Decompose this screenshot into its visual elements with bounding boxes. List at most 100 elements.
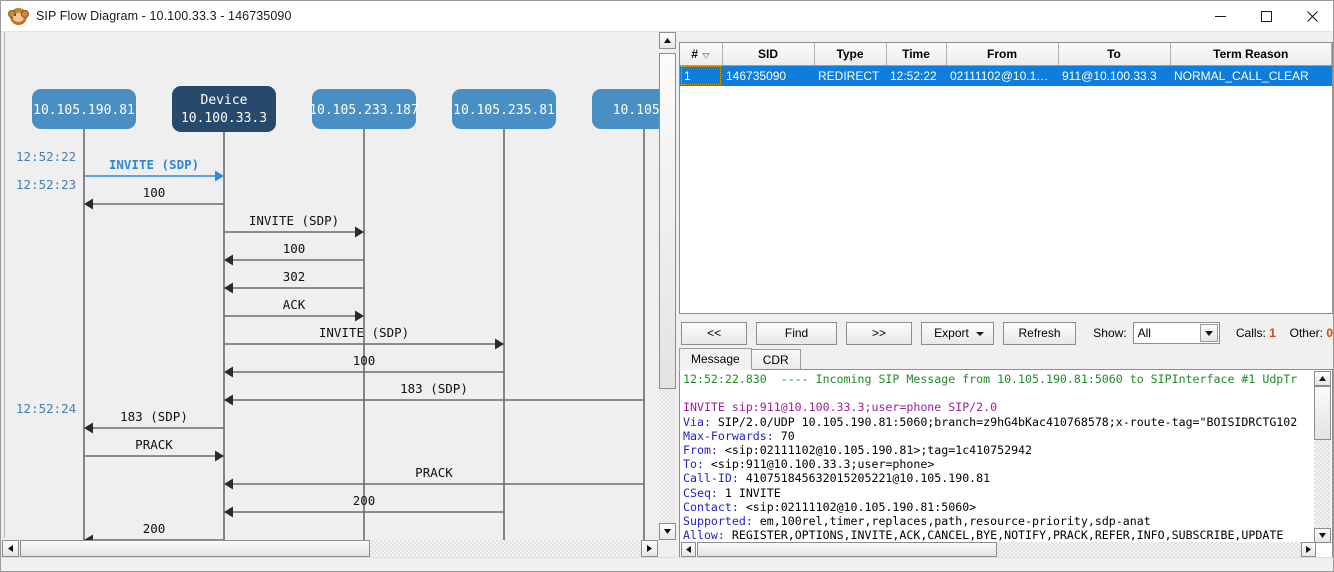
window-footer <box>1 557 1333 571</box>
message-10[interactable]: 183 (SDP) <box>84 409 224 434</box>
message-8[interactable]: 100 <box>224 353 504 378</box>
message-9[interactable]: 183 (SDP) <box>224 381 644 406</box>
message-6[interactable]: ACK <box>224 297 364 322</box>
scroll-thumb[interactable] <box>1314 386 1331 440</box>
node-10.105.190.81[interactable]: 10.105.190.81 <box>32 89 136 129</box>
message-label: ACK <box>283 297 306 312</box>
table-row[interactable]: 1 146735090 REDIRECT 12:52:22 02111102@1… <box>680 65 1332 86</box>
chevron-down-icon[interactable] <box>975 331 984 336</box>
sip-message-segment: From: <box>683 442 718 457</box>
node-sublabel: 10.100.33.3 <box>181 111 267 126</box>
detail-tabs: Message CDR <box>679 348 1333 370</box>
node-box[interactable] <box>592 89 660 129</box>
tab-cdr[interactable]: CDR <box>750 349 801 370</box>
cell-num[interactable]: 1 <box>680 65 722 86</box>
message-3[interactable]: INVITE (SDP) <box>224 213 364 238</box>
timestamp-label: 12:52:23 <box>16 177 76 192</box>
table-body: 1 146735090 REDIRECT 12:52:22 02111102@1… <box>680 65 1332 86</box>
find-button[interactable]: Find <box>756 321 837 345</box>
refresh-button[interactable]: Refresh <box>1002 321 1077 345</box>
node-box[interactable] <box>452 89 556 129</box>
diagram-vertical-scrollbar[interactable] <box>659 32 676 540</box>
maximize-button[interactable] <box>1243 1 1289 32</box>
message-7[interactable]: INVITE (SDP) <box>224 325 504 350</box>
cell-type[interactable]: REDIRECT <box>814 65 886 86</box>
node-10.105.7[interactable]: 10.105.7 <box>592 89 660 129</box>
sip-message-line: Contact: <sip:02111102@10.105.190.81:506… <box>683 500 1303 514</box>
message-14[interactable]: 200 <box>84 521 224 540</box>
message-vertical-scrollbar[interactable] <box>1314 371 1331 543</box>
scroll-down-button[interactable] <box>1314 528 1331 543</box>
scroll-track-lower[interactable] <box>1314 440 1331 528</box>
message-1[interactable]: INVITE (SDP) <box>84 157 224 182</box>
calls-label: Calls: <box>1235 326 1266 340</box>
node-10.105.233.187[interactable]: 10.105.233.187 <box>309 89 419 129</box>
message-5[interactable]: 302 <box>224 269 364 294</box>
column-header-time[interactable]: Time <box>886 43 947 66</box>
node-box[interactable] <box>312 89 416 129</box>
scroll-right-button[interactable] <box>641 540 658 557</box>
scroll-down-button[interactable] <box>659 523 676 540</box>
timestamp-label: 12:52:22 <box>16 149 76 164</box>
scroll-right-button[interactable] <box>1301 542 1316 557</box>
message-horizontal-scrollbar[interactable] <box>681 542 1316 559</box>
sip-message-segment: <sip:02111102@10.105.190.81:5060> <box>738 499 977 514</box>
sip-message-viewer[interactable]: 12:52:22.830 ---- Incoming SIP Message f… <box>679 369 1333 561</box>
message-label: 100 <box>283 241 306 256</box>
sip-message-line: Supported: em,100rel,timer,replaces,path… <box>683 514 1303 528</box>
column-header-term-reason[interactable]: Term Reason <box>1170 43 1332 66</box>
scroll-left-button[interactable] <box>681 542 696 557</box>
column-header-sid[interactable]: SID <box>722 43 815 66</box>
node-box[interactable] <box>172 86 276 132</box>
message-label: 183 (SDP) <box>120 409 188 424</box>
message-label: 200 <box>143 521 166 536</box>
message-label: 183 (SDP) <box>400 381 468 396</box>
column-header-from[interactable]: From <box>946 43 1059 66</box>
diagram-horizontal-scrollbar[interactable] <box>2 540 676 557</box>
scroll-track-lower[interactable] <box>659 389 676 523</box>
chevron-down-icon[interactable] <box>1199 324 1218 342</box>
cell-sid[interactable]: 146735090 <box>722 65 814 86</box>
cell-from[interactable]: 02111102@10.105.... <box>946 65 1058 86</box>
scroll-up-button[interactable] <box>1314 371 1331 386</box>
sip-message-segment: INVITE sip:911@10.100.33.3;user=phone SI… <box>683 400 998 415</box>
export-button[interactable]: Export <box>921 321 994 345</box>
scroll-thumb-horizontal[interactable] <box>20 540 370 557</box>
sip-message-line: To: <sip:911@10.100.33.3;user=phone> <box>683 457 1303 471</box>
node-box[interactable] <box>32 89 136 129</box>
message-12[interactable]: PRACK <box>224 465 644 490</box>
column-header-type[interactable]: Type <box>814 43 887 66</box>
message-2[interactable]: 100 <box>84 185 224 210</box>
minimize-button[interactable] <box>1197 1 1243 32</box>
message-label: INVITE (SDP) <box>249 213 339 228</box>
show-filter-select[interactable]: All <box>1132 322 1220 344</box>
message-4[interactable]: 100 <box>224 241 364 266</box>
sip-message-segment: 1 INVITE <box>717 485 781 500</box>
column-header-num[interactable]: # <box>680 43 723 66</box>
node-10.105.235.81[interactable]: 10.105.235.81 <box>452 89 556 129</box>
column-header-to[interactable]: To <box>1058 43 1171 66</box>
tab-message[interactable]: Message <box>679 348 752 370</box>
scroll-left-button[interactable] <box>2 540 19 557</box>
node-label: 10.105.7 <box>613 103 660 118</box>
scroll-track-upper[interactable] <box>659 49 676 53</box>
scroll-track-right[interactable] <box>370 540 641 557</box>
close-button[interactable] <box>1289 1 1333 32</box>
scroll-track-right[interactable] <box>997 542 1301 557</box>
call-list-table[interactable]: # SID Type Time From To Term Reason 1 14… <box>679 42 1333 314</box>
previous-button[interactable]: << <box>681 321 748 345</box>
cell-to[interactable]: 911@10.100.33.3 <box>1058 65 1170 86</box>
scroll-up-button[interactable] <box>659 32 676 49</box>
scroll-thumb[interactable] <box>659 53 676 389</box>
sip-message-line: Call-ID: 410751845632015205221@10.105.19… <box>683 471 1303 485</box>
message-13[interactable]: 200 <box>224 493 504 518</box>
cell-term-reason[interactable]: NORMAL_CALL_CLEAR <box>1170 65 1332 86</box>
next-button[interactable]: >> <box>845 321 913 345</box>
scroll-thumb-horizontal[interactable] <box>697 542 997 557</box>
sip-message-text[interactable]: 12:52:22.830 ---- Incoming SIP Message f… <box>683 372 1303 544</box>
message-11[interactable]: PRACK <box>84 437 224 462</box>
cell-time[interactable]: 12:52:22 <box>886 65 946 86</box>
